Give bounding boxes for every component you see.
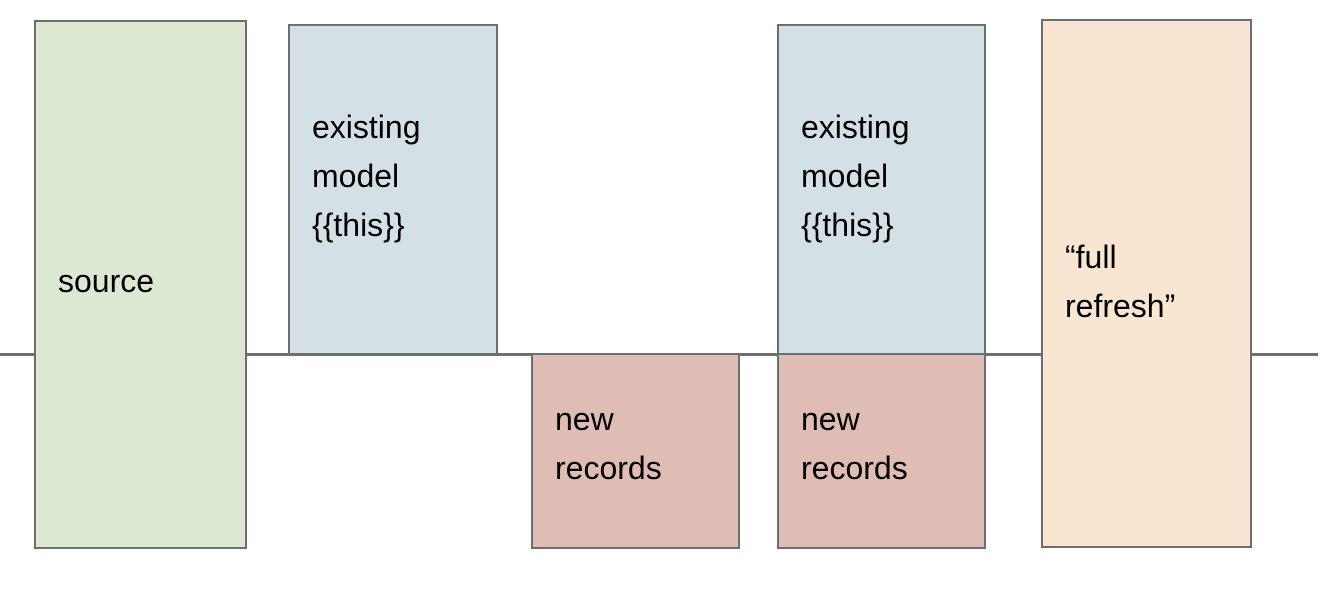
box-new-records-1-label: new records <box>555 401 662 486</box>
box-new-records-1[interactable]: new records <box>531 353 740 549</box>
box-full-refresh-label: “full refresh” <box>1065 239 1176 324</box>
box-source[interactable]: source <box>34 20 247 549</box>
box-source-label: source <box>58 263 155 299</box>
box-existing-model-2[interactable]: existing model {{this}} <box>777 24 986 355</box>
box-existing-model-2-label: existing model {{this}} <box>801 109 910 243</box>
box-new-records-2[interactable]: new records <box>777 353 986 549</box>
box-new-records-2-label: new records <box>801 401 908 486</box>
box-full-refresh[interactable]: “full refresh” <box>1041 19 1252 548</box>
box-existing-model-1-label: existing model {{this}} <box>312 109 421 243</box>
box-existing-model-1[interactable]: existing model {{this}} <box>288 24 498 355</box>
